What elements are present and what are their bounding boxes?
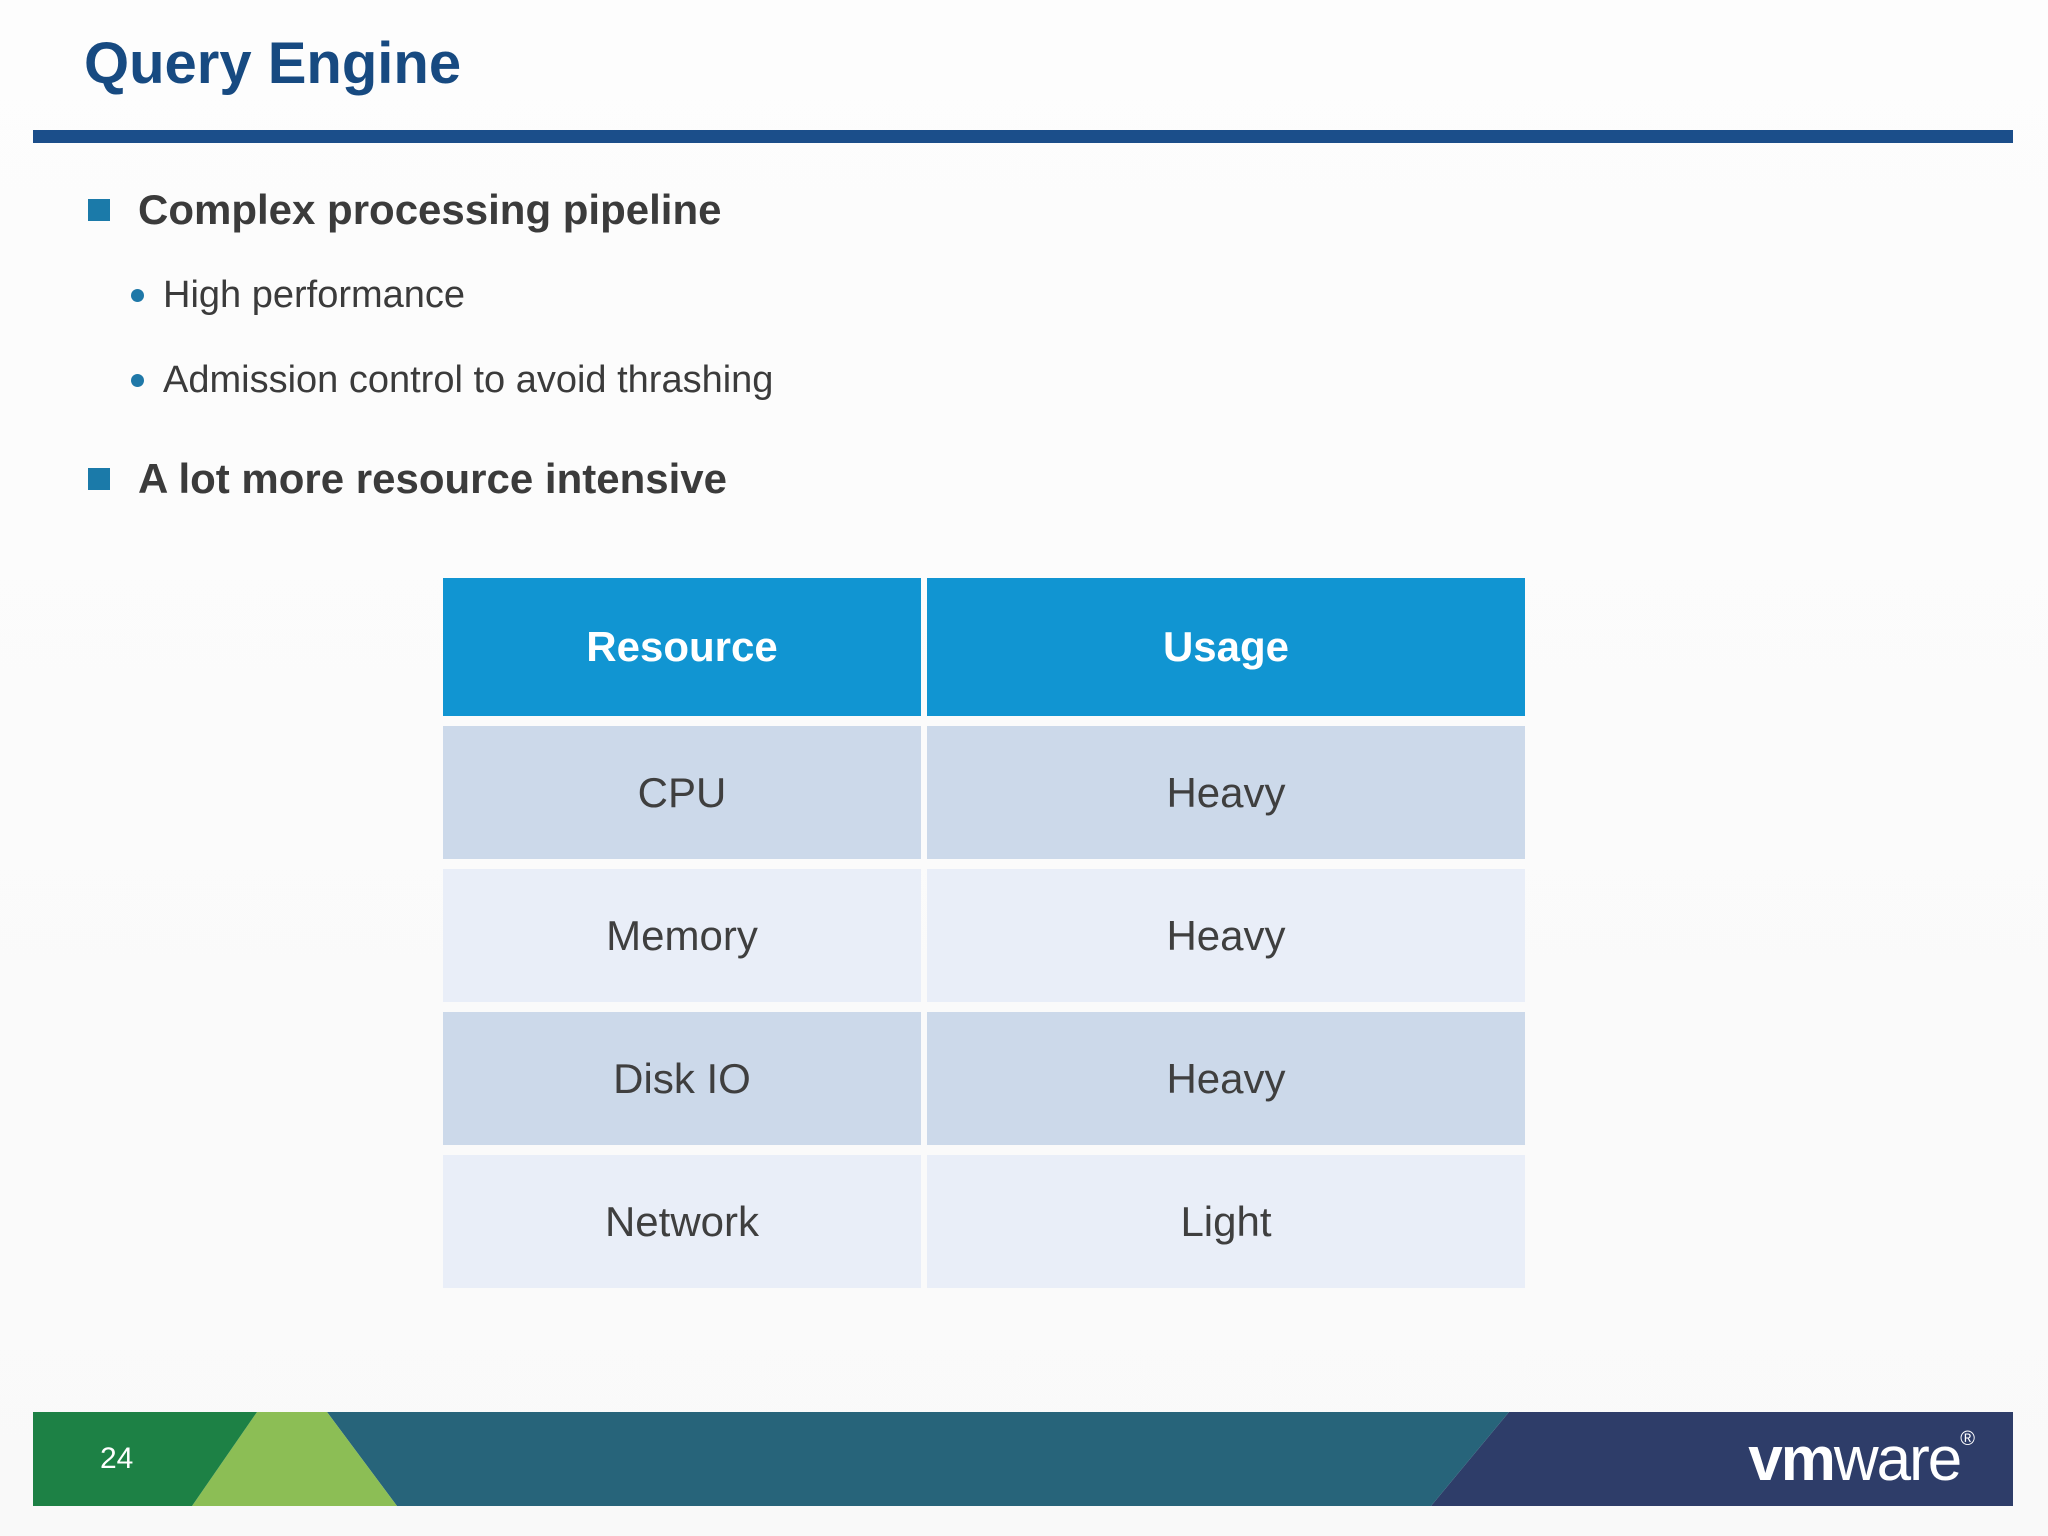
registered-trademark-icon: ® [1960, 1428, 1975, 1450]
footer-band-teal [327, 1412, 1509, 1506]
resource-usage-table: Resource Usage CPU Heavy Memory Heavy Di… [443, 578, 1525, 1288]
table-cell-resource: Disk IO [443, 1012, 921, 1145]
footer-bar: 24 vm ware ® [33, 1412, 2013, 1506]
table-cell-usage: Heavy [927, 869, 1525, 1002]
bullet-text: Admission control to avoid thrashing [163, 358, 774, 401]
table-header-resource: Resource [443, 578, 921, 716]
footer-band-light-green [192, 1412, 397, 1506]
bullet-text: High performance [163, 273, 466, 316]
bullet-dot-icon [131, 373, 144, 387]
bullet-item: A lot more resource intensive [88, 455, 727, 502]
table-header-usage: Usage [927, 578, 1525, 716]
bullet-text: Complex processing pipeline [138, 186, 722, 233]
vmware-logo-ware: ware [1833, 1424, 1962, 1494]
bullet-text: A lot more resource intensive [138, 455, 727, 502]
page-title: Query Engine [84, 31, 462, 96]
bullet-square-icon [88, 199, 110, 221]
page-number: 24 [100, 1442, 134, 1475]
table-cell-usage: Light [927, 1155, 1525, 1288]
footer-band-dark-green [33, 1412, 257, 1506]
bullet-subitem: High performance [131, 273, 465, 317]
bullet-dot-icon [131, 288, 144, 302]
bullet-item: Complex processing pipeline [88, 186, 722, 233]
footer-color-bands [33, 1412, 2013, 1506]
vmware-logo-vm: vm [1748, 1424, 1836, 1494]
bullet-subitem: Admission control to avoid thrashing [131, 358, 773, 402]
table-cell-usage: Heavy [927, 1012, 1525, 1145]
table-cell-resource: CPU [443, 726, 921, 859]
bullet-square-icon [88, 468, 110, 490]
footer-band-navy [1431, 1412, 2013, 1506]
table-cell-resource: Memory [443, 869, 921, 1002]
vmware-logo: vm ware ® [1748, 1412, 1975, 1506]
table-cell-resource: Network [443, 1155, 921, 1288]
table-cell-usage: Heavy [927, 726, 1525, 859]
title-divider [33, 130, 2013, 143]
